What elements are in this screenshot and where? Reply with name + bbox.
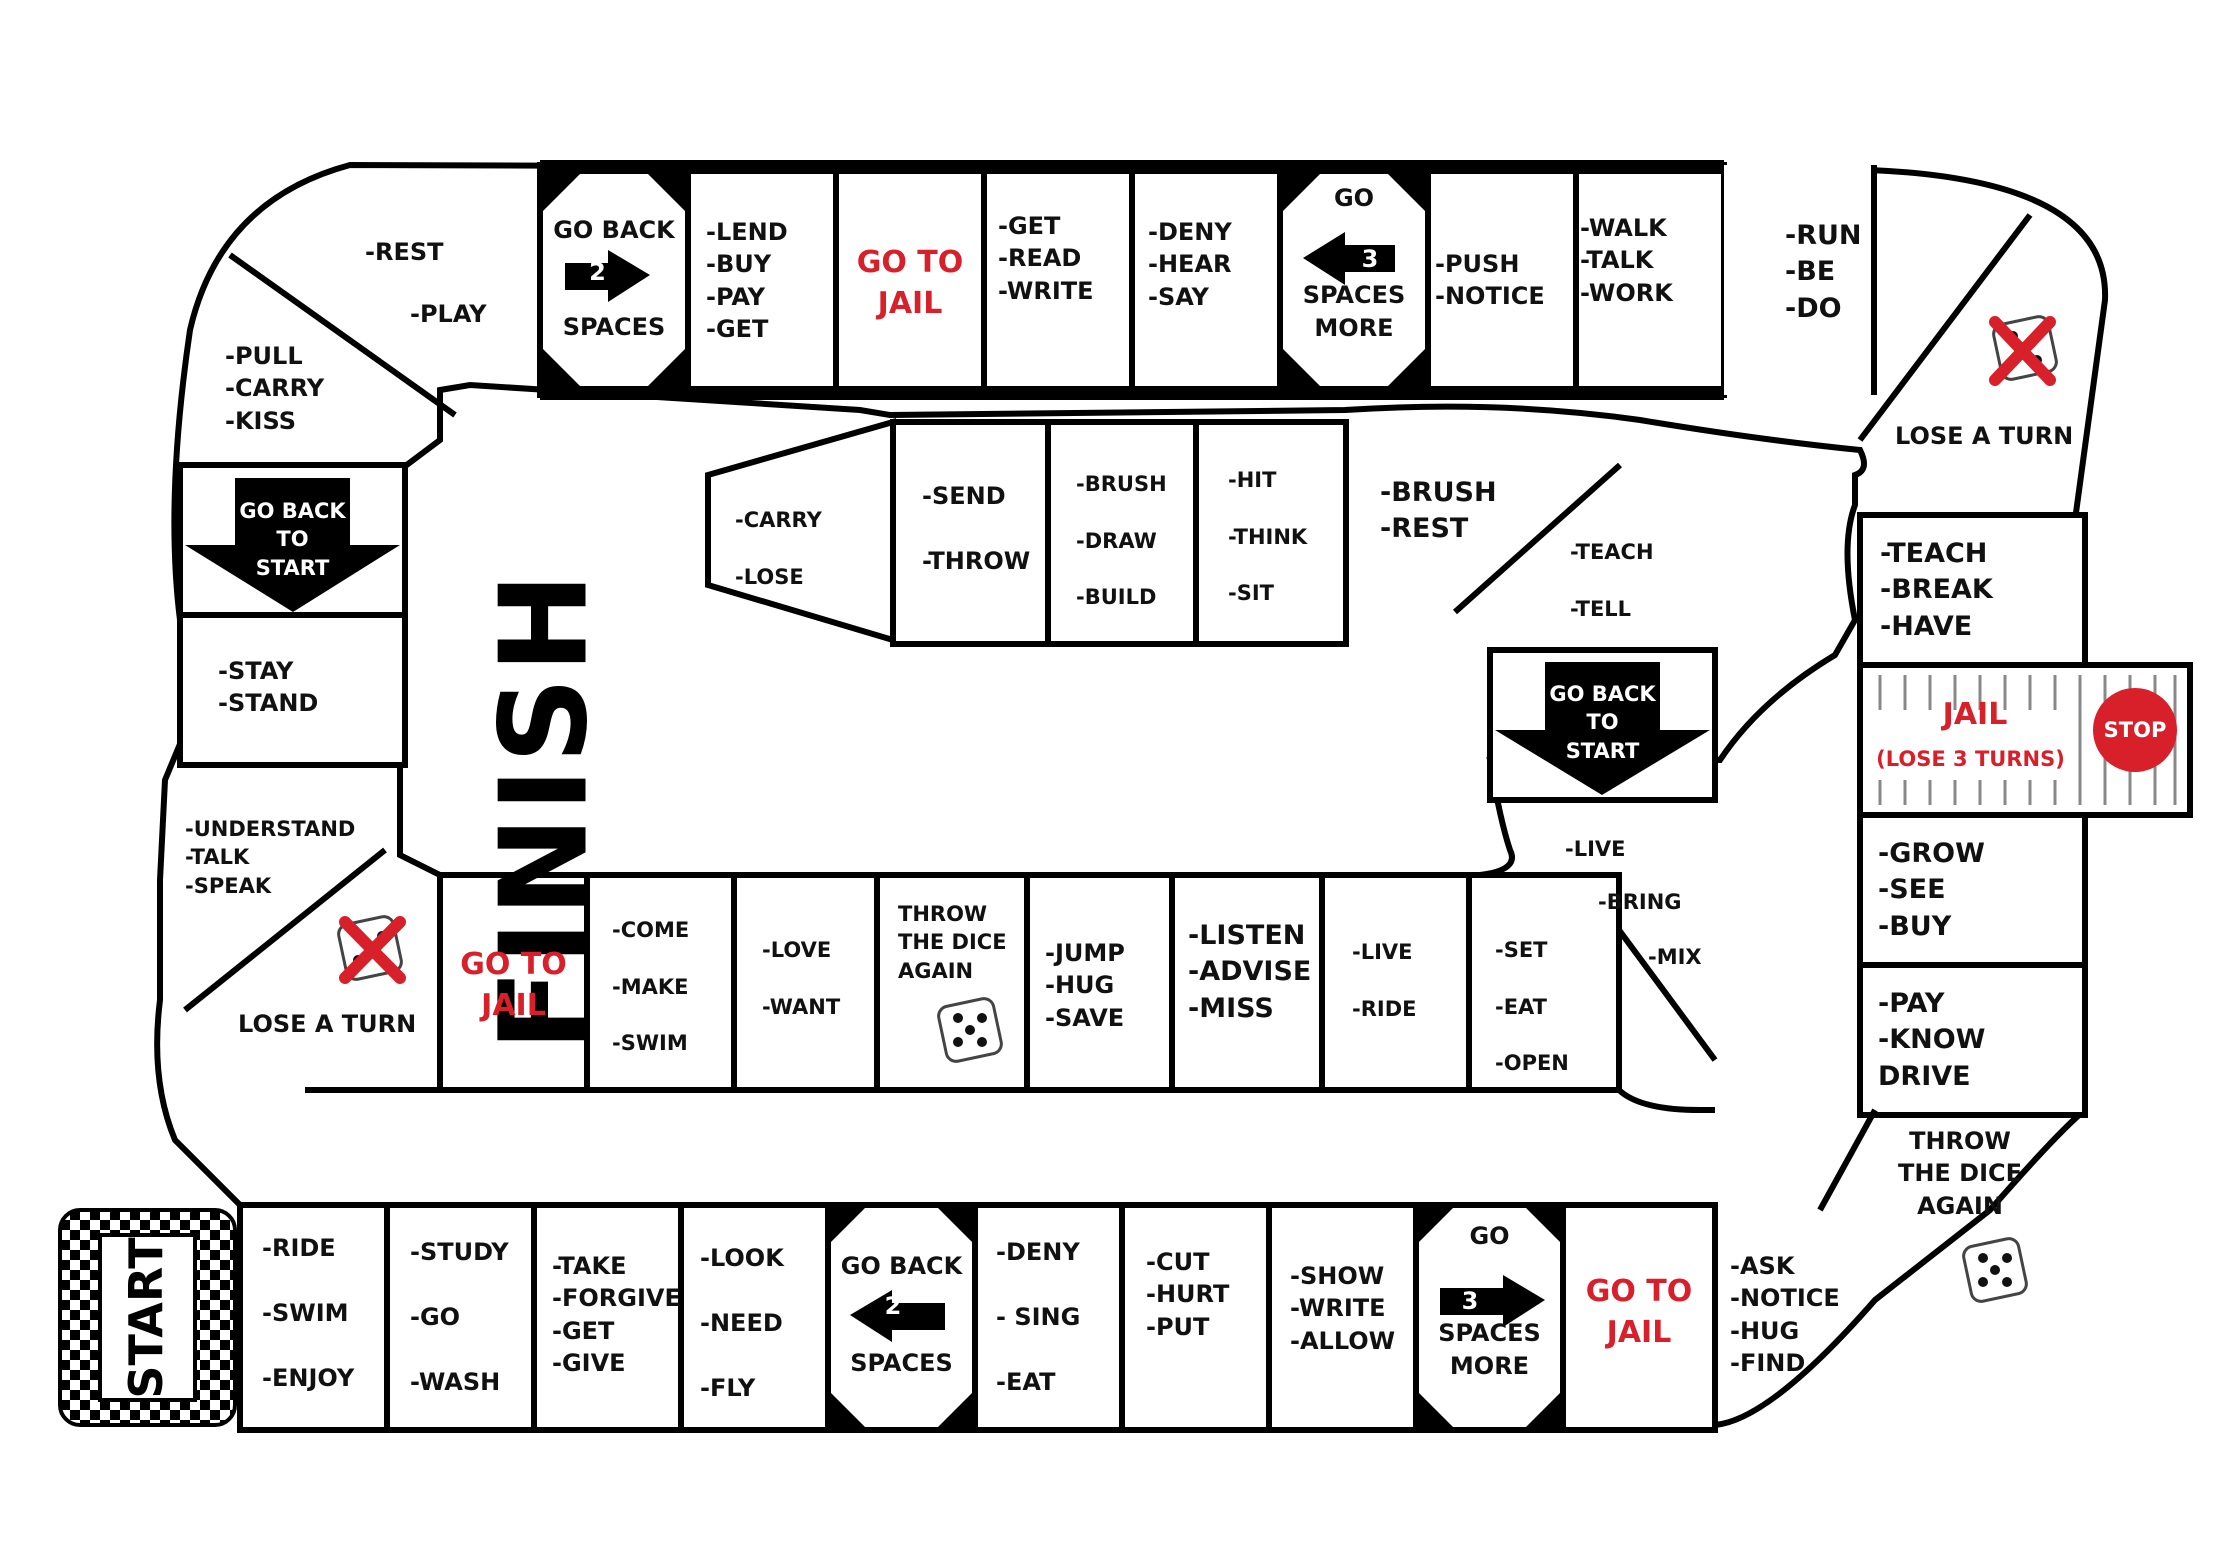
left-arrow-icon (850, 1290, 945, 1342)
left-diagonal-bottom (183, 847, 387, 1013)
inner-bottom-row (437, 872, 1622, 1093)
x-mark-icon (339, 916, 406, 984)
jail-cell (1857, 662, 2193, 818)
left-diagonal-top (228, 252, 457, 418)
down-arrow-icon (185, 478, 400, 612)
left-arrow-icon (1303, 232, 1395, 285)
dice-icon (1960, 1235, 2030, 1305)
dice-icon (935, 995, 1005, 1065)
inner-top-row (890, 419, 1349, 647)
down-arrow-icon (1495, 662, 1710, 795)
right-arrow-icon (1440, 1275, 1545, 1327)
inner-top-entry (705, 418, 896, 645)
right-column (1857, 512, 2088, 1118)
x-mark-icon (1989, 316, 2056, 386)
stop-sign-icon (2093, 688, 2177, 772)
right-arrow-icon (565, 250, 650, 302)
top-row (537, 162, 1874, 398)
bottom-row (237, 1202, 1718, 1433)
